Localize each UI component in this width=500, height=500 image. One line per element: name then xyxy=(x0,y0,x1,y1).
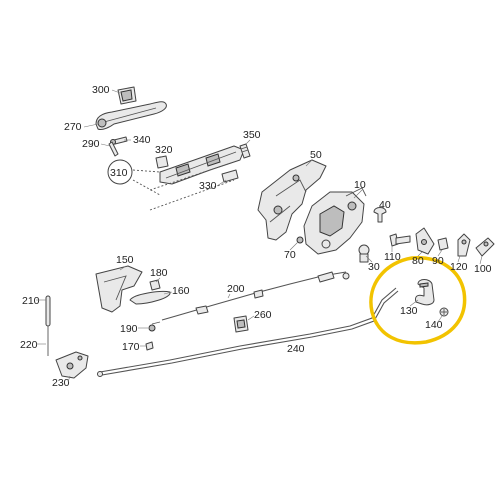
highlight-circle xyxy=(369,256,467,345)
part-200-cable xyxy=(161,271,350,321)
label-230: 230 xyxy=(52,377,70,389)
label-180: 180 xyxy=(150,267,168,279)
part-70-bolt xyxy=(296,236,304,244)
label-140: 140 xyxy=(425,319,443,331)
part-240-rod xyxy=(97,287,399,377)
label-50: 50 xyxy=(310,149,322,161)
label-130: 130 xyxy=(400,305,418,317)
label-190: 190 xyxy=(120,323,138,335)
label-350: 350 xyxy=(243,129,261,141)
part-100-lever xyxy=(475,237,495,257)
label-240: 240 xyxy=(287,343,305,355)
label-40: 40 xyxy=(379,199,391,211)
label-340: 340 xyxy=(133,134,151,146)
part-310-detail-circle xyxy=(107,159,161,196)
label-200: 200 xyxy=(227,283,245,295)
label-220: 220 xyxy=(20,339,38,351)
label-80: 80 xyxy=(412,255,424,267)
label-210: 210 xyxy=(22,295,40,307)
label-290: 290 xyxy=(82,138,100,150)
part-40-screw xyxy=(373,207,387,223)
label-300: 300 xyxy=(92,84,110,96)
part-350-bolt xyxy=(239,143,251,159)
leader-lines xyxy=(36,89,483,383)
label-310: 310 xyxy=(110,167,128,179)
part-210-lock-knob-rod xyxy=(45,295,51,356)
part-330-handle-carrier xyxy=(149,145,245,211)
label-270: 270 xyxy=(64,121,82,133)
part-270-outer-handle xyxy=(95,101,167,130)
part-110-bolt xyxy=(389,233,411,247)
label-10: 10 xyxy=(354,179,366,191)
label-70: 70 xyxy=(284,249,296,261)
part-90-clip xyxy=(437,237,449,251)
part-160-cover xyxy=(129,291,171,305)
part-260-clip xyxy=(233,315,249,333)
label-330: 330 xyxy=(199,180,217,192)
label-160: 160 xyxy=(172,285,190,297)
part-190-screw xyxy=(148,321,161,332)
label-90: 90 xyxy=(432,255,444,267)
part-10-door-lock xyxy=(303,187,367,255)
part-290-screw xyxy=(108,141,119,157)
part-150-inner-handle xyxy=(95,265,143,313)
part-140-screw xyxy=(439,307,449,317)
label-170: 170 xyxy=(122,341,140,353)
part-170-clip xyxy=(145,341,154,351)
part-300-handle-grip xyxy=(117,86,137,105)
label-30: 30 xyxy=(368,261,380,273)
label-320: 320 xyxy=(155,144,173,156)
part-230-lever xyxy=(55,351,89,379)
label-110: 110 xyxy=(384,251,401,263)
part-130-clip xyxy=(415,279,435,306)
label-260: 260 xyxy=(254,309,272,321)
part-120-bracket xyxy=(457,233,471,257)
label-100: 100 xyxy=(474,263,492,275)
callout-labels: 300 270 340 290 320 310 330 350 50 10 40… xyxy=(20,84,492,389)
part-80-striker xyxy=(415,227,435,255)
part-180-clip xyxy=(149,279,161,291)
label-150: 150 xyxy=(116,254,134,266)
part-50-lock-bracket xyxy=(257,159,327,241)
label-120: 120 xyxy=(450,261,468,273)
part-30-screw xyxy=(358,244,370,263)
part-320-clip xyxy=(155,155,169,169)
